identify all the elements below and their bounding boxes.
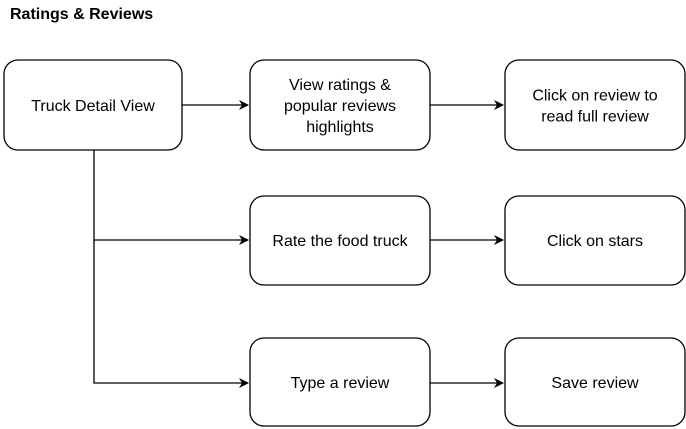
node-label-line: popular reviews [284,98,396,115]
node-label-line: Click on stars [547,233,643,250]
node-label-line: highlights [306,119,374,136]
node-label-line: Rate the food truck [272,233,408,250]
svg-text:Truck Detail View: Truck Detail View [31,98,155,115]
svg-text:Rate the food truck: Rate the food truck [272,233,408,250]
node-label-line: Click on review to [532,88,657,105]
node-type-review: Type a review [249,337,431,427]
node-click-review: Click on review to read full review [504,59,686,151]
connector-detail-to-rate-truck [93,150,249,245]
node-label-line: Save review [551,375,639,392]
node-label-line: read full review [541,109,649,126]
node-rate-truck: Rate the food truck [249,195,431,286]
svg-text:Click on stars: Click on stars [547,233,643,250]
svg-text:Type a review: Type a review [291,375,390,392]
svg-text:Save review: Save review [551,375,639,392]
node-view-ratings: View ratings & popular reviews highlights [249,59,431,151]
node-save-review: Save review [504,337,686,427]
node-label-line: View ratings & [289,77,391,94]
node-click-stars: Click on stars [504,195,686,286]
node-label-line: Truck Detail View [31,98,155,115]
diagram-title: Ratings & Reviews [10,6,154,23]
node-truck-detail-view: Truck Detail View [3,59,183,151]
node-label-line: Type a review [291,375,390,392]
connector-detail-to-type-review [93,240,249,388]
